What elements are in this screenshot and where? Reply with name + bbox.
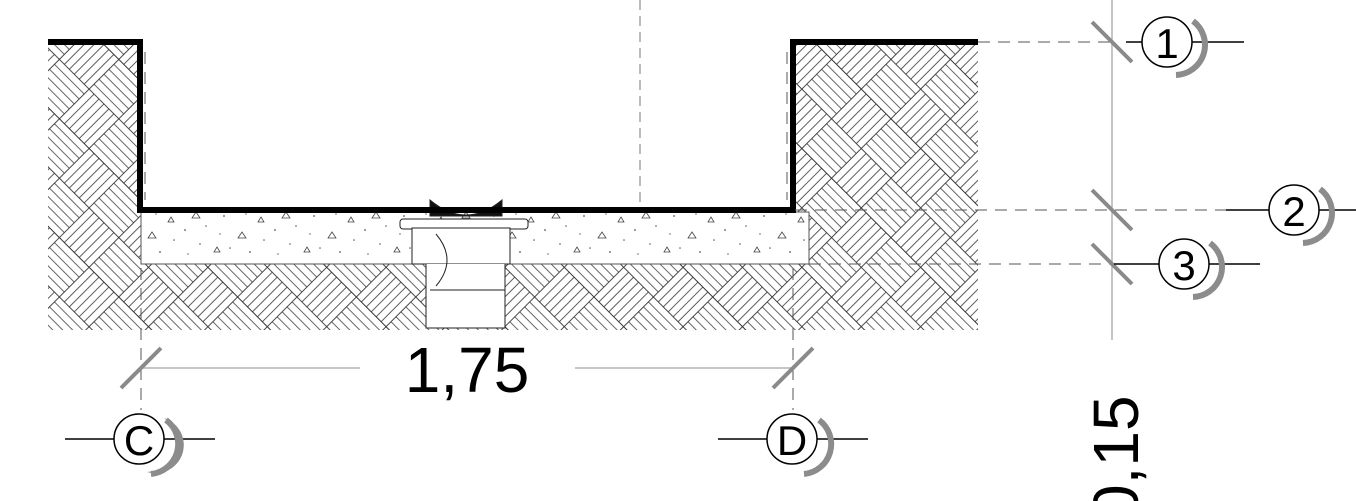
level-marker-1-label: 1 <box>1155 20 1178 67</box>
level-marker-2-label: 2 <box>1282 188 1305 235</box>
grid-marker-c: C <box>65 413 215 477</box>
dimension-width-label: 1,75 <box>405 334 530 406</box>
grid-marker-d: D <box>718 413 868 477</box>
level-marker-3: 3 <box>1114 238 1260 300</box>
grid-marker-d-label: D <box>777 417 807 464</box>
soil-hatch <box>48 44 978 330</box>
level-marker-3-label: 3 <box>1172 242 1195 289</box>
drain-fitting <box>399 198 529 329</box>
reference-lines <box>140 41 1250 410</box>
grid-marker-c-label: C <box>124 417 154 464</box>
level-marker-2: 2 <box>1226 184 1356 246</box>
vertical-dimension: 0,15 <box>1080 0 1152 501</box>
pit-profile <box>48 39 978 213</box>
horizontal-dimension: 1,75 <box>119 334 815 406</box>
dimension-depth-label: 0,15 <box>1080 395 1152 501</box>
level-marker-1: 1 <box>1126 16 1244 78</box>
